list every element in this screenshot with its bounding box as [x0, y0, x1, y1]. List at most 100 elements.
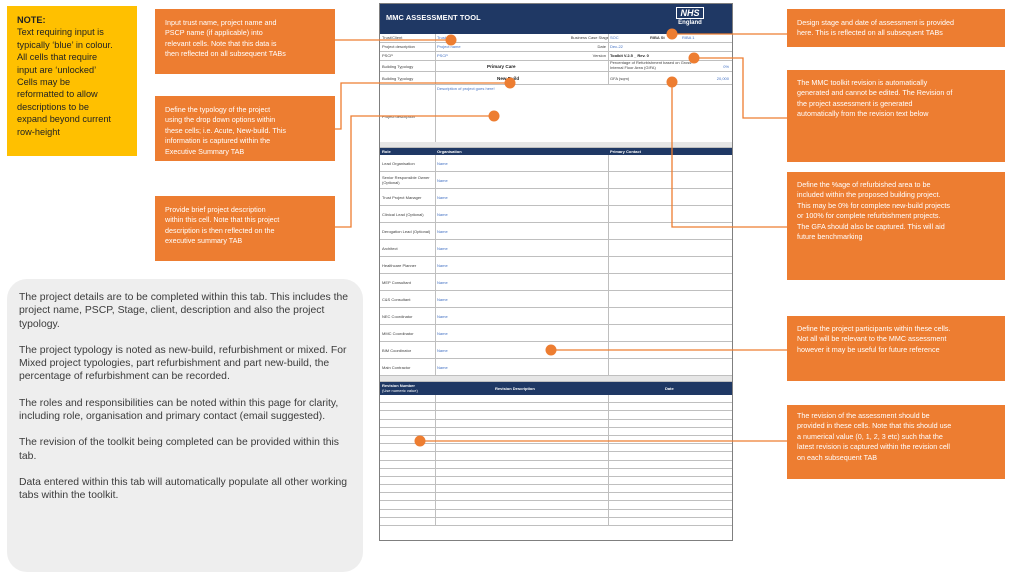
callout-line: executive summary TAB [165, 236, 243, 246]
role-organisation-input[interactable]: Name [437, 229, 448, 234]
role-organisation-input[interactable]: Name [437, 195, 448, 200]
summary-panel: The project details are to be completed … [7, 279, 363, 572]
callout-line: description is then reflected on the [165, 225, 275, 235]
info-row: Building Typology Primary Care Percentag… [380, 61, 732, 72]
role-organisation-input[interactable]: Name [437, 297, 448, 302]
callout-line: automatically from the revision text bel… [797, 109, 929, 119]
revision-row[interactable] [380, 510, 732, 518]
business-case-label: Business Case Stage [570, 35, 609, 40]
typology2-select[interactable]: New Build [497, 76, 520, 81]
table-row: Clinical Lead (Optional)Name [380, 206, 732, 223]
riba-label: RIBA St [650, 35, 665, 40]
summary-paragraph: Data entered within this tab will automa… [19, 476, 348, 502]
role-organisation-input[interactable]: Name [437, 365, 448, 370]
revision-header-date: Date [665, 386, 674, 391]
role-organisation-input[interactable]: Name [437, 161, 448, 166]
revision-row[interactable] [380, 485, 732, 494]
role-name: MMC Coordinator [382, 331, 414, 336]
typology2-label: Building Typology [382, 76, 414, 81]
project-description-label: Project description [382, 44, 415, 49]
callout-line: on each subsequent TAB [797, 452, 878, 462]
note-box: NOTE: Text requiring input is typically … [7, 6, 137, 156]
callout-line: future benchmarking [797, 232, 863, 242]
revision-row[interactable] [380, 501, 732, 510]
callout-toolkit-revision: The MMC toolkit revision is automaticall… [787, 70, 1005, 162]
revision-row[interactable] [380, 428, 732, 436]
role-organisation-input[interactable]: Name [437, 280, 448, 285]
summary-paragraph: The project details are to be completed … [19, 292, 349, 330]
callout-line: Define the %age of refurbished area to b… [797, 180, 931, 189]
revision-row[interactable] [380, 518, 732, 526]
role-organisation-input[interactable]: Name [437, 246, 448, 251]
gfa-label: GFA (sqm) [610, 76, 630, 81]
version-label: Version [592, 53, 606, 58]
section-gap [380, 142, 732, 148]
callout-line: Input trust name, project name and [165, 18, 277, 27]
revision-header-number: Revision Number [382, 383, 415, 388]
callout-line: provided in these cells. Note that this … [797, 421, 952, 431]
revision-table [380, 395, 732, 526]
assessment-sheet: MMC ASSESSMENT TOOL NHS England Trust/Cl… [379, 3, 733, 541]
revision-row[interactable] [380, 436, 732, 445]
revision-row[interactable] [380, 444, 732, 453]
revision-header-hint: (Use numeric value) [382, 388, 418, 393]
summary-paragraph: The project typology is noted as new-bui… [19, 344, 347, 383]
callout-line: here. This is reflected on all subsequen… [797, 28, 943, 38]
project-info-grid: Trust/Client Trust Business Case Stage S… [380, 34, 732, 142]
gfa-input[interactable]: 20,000 [716, 76, 729, 81]
table-row: NEC Coordinator Name [380, 308, 732, 325]
callout-revision-assessment: The revision of the assessment should be… [787, 405, 1005, 479]
refurbishment-input[interactable]: 0% [723, 64, 729, 69]
description-input[interactable]: Description of project goes here! [437, 86, 495, 91]
grid-line [608, 34, 609, 85]
role-organisation-input[interactable]: Name [437, 178, 448, 183]
trust-input[interactable]: Trust [437, 35, 446, 40]
role-organisation-input[interactable]: Name [437, 314, 448, 319]
revision-row[interactable] [380, 403, 732, 412]
revision-row[interactable] [380, 493, 732, 502]
role-organisation-input[interactable]: Name [437, 212, 448, 217]
callout-line: a numerical value (0, 1, 2, 3 etc) such … [797, 431, 943, 441]
revision-row[interactable] [380, 477, 732, 486]
sheet-title: MMC ASSESSMENT TOOL [386, 13, 481, 22]
role-organisation-input[interactable]: Name [437, 348, 448, 353]
project-name-input[interactable]: Project name [437, 44, 461, 49]
role-name: BIM Coordinator [382, 348, 412, 353]
role-name: Healthcare Planner [382, 263, 417, 268]
pscp-input[interactable]: PSCP [437, 53, 448, 58]
callout-line: or 100% for complete refurbishment proje… [797, 211, 941, 221]
callout-line: Design stage and date of assessment is p… [797, 18, 955, 27]
note-line: All cells that require [17, 52, 98, 63]
table-row: BIM Coordinator Name [380, 342, 732, 359]
summary-paragraph: The roles and responsibilities can be no… [19, 397, 339, 423]
business-case-input[interactable]: SOC [610, 35, 619, 40]
callout-line: The MMC toolkit revision is automaticall… [797, 78, 928, 87]
callout-participants: Define the project participants within t… [787, 316, 1005, 381]
table-row: Derogation Lead (Optional)Name [380, 223, 732, 240]
role-organisation-input[interactable]: Name [437, 263, 448, 268]
revision-row[interactable] [380, 395, 732, 404]
trust-label: Trust/Client [382, 35, 403, 40]
callout-line: these cells; i.e. Acute, New-build. This [165, 125, 286, 135]
callout-line: however it may be useful for future refe… [797, 344, 940, 354]
typology-select[interactable]: Primary Care [487, 64, 516, 69]
role-name: NEC Coordinator [382, 314, 413, 319]
callout-line: Not all will be relevant to the MMC asse… [797, 334, 947, 344]
callout-line: the project assessment is generated [797, 98, 913, 108]
info-row: Trust/Client Trust Business Case Stage S… [380, 34, 732, 43]
revision-row[interactable] [380, 461, 732, 469]
table-row: MMC Coordinator Name [380, 325, 732, 342]
callout-line: included within the proposed building pr… [797, 190, 941, 200]
role-organisation-input[interactable]: Name [437, 331, 448, 336]
date-input[interactable]: Dec-22 [610, 44, 623, 49]
revision-row[interactable] [380, 469, 732, 477]
revision-row[interactable] [380, 411, 732, 420]
revision-row[interactable] [380, 452, 732, 461]
riba-input[interactable]: RIBA 1 [682, 35, 695, 40]
revision-row[interactable] [380, 420, 732, 428]
note-line: descriptions to be [17, 101, 90, 112]
